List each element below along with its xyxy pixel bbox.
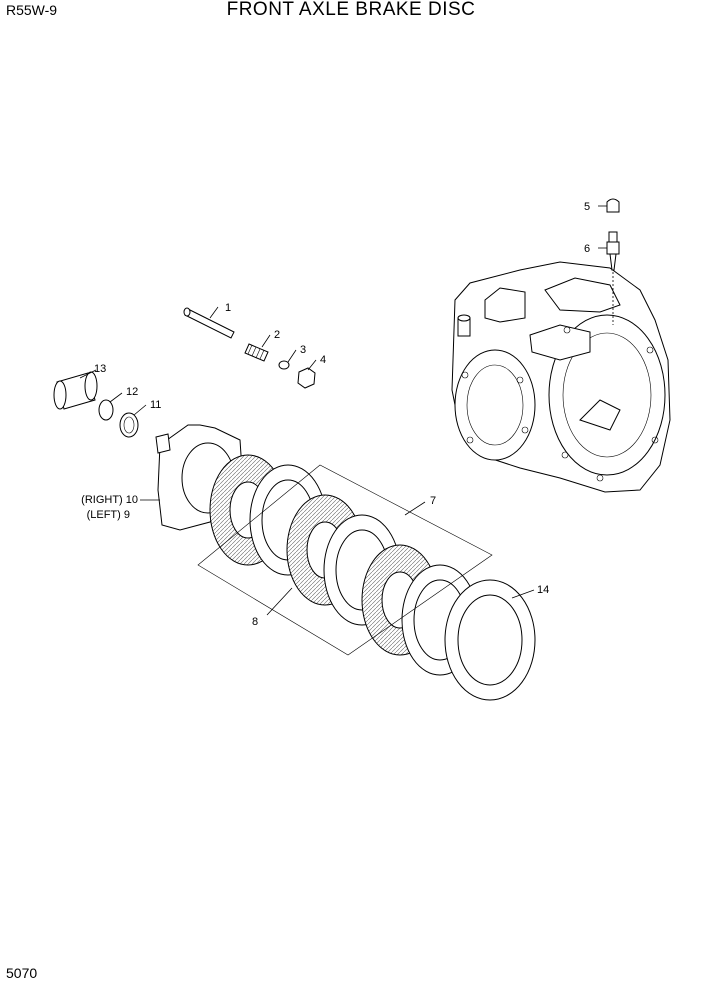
callout-12: 12 [126, 386, 138, 398]
callout-4: 4 [320, 354, 326, 366]
part-11-seal [119, 412, 139, 438]
callout-2: 2 [274, 329, 280, 341]
part-3-o-ring [278, 360, 290, 370]
callout-3: 3 [300, 344, 306, 356]
part-5-cap [606, 198, 620, 213]
callout-13: 13 [94, 363, 106, 375]
callout-11: 11 [150, 399, 161, 411]
part-2-spring [244, 343, 269, 362]
callout-8: 8 [252, 616, 258, 628]
callout-10: (RIGHT) 10 [81, 494, 138, 506]
part-1-bolt [183, 307, 235, 339]
model-label: R55W-9 [6, 2, 58, 18]
callout-9: (LEFT) 9 [87, 509, 130, 521]
part-12-o-ring [98, 399, 114, 421]
part-14-seal-ring [444, 579, 536, 701]
callout-7: 7 [430, 495, 436, 507]
callout-5: 5 [584, 201, 590, 213]
page-title: FRONT AXLE BRAKE DISC [226, 0, 476, 20]
part-4-nut [297, 367, 316, 389]
callout-1: 1 [225, 302, 231, 314]
axle-housing [451, 261, 671, 493]
leader-lines [79, 205, 607, 616]
part-13-bushing [53, 371, 98, 410]
callout-6: 6 [584, 243, 590, 255]
page-number: 5070 [6, 965, 38, 981]
callout-14: 14 [537, 584, 549, 596]
